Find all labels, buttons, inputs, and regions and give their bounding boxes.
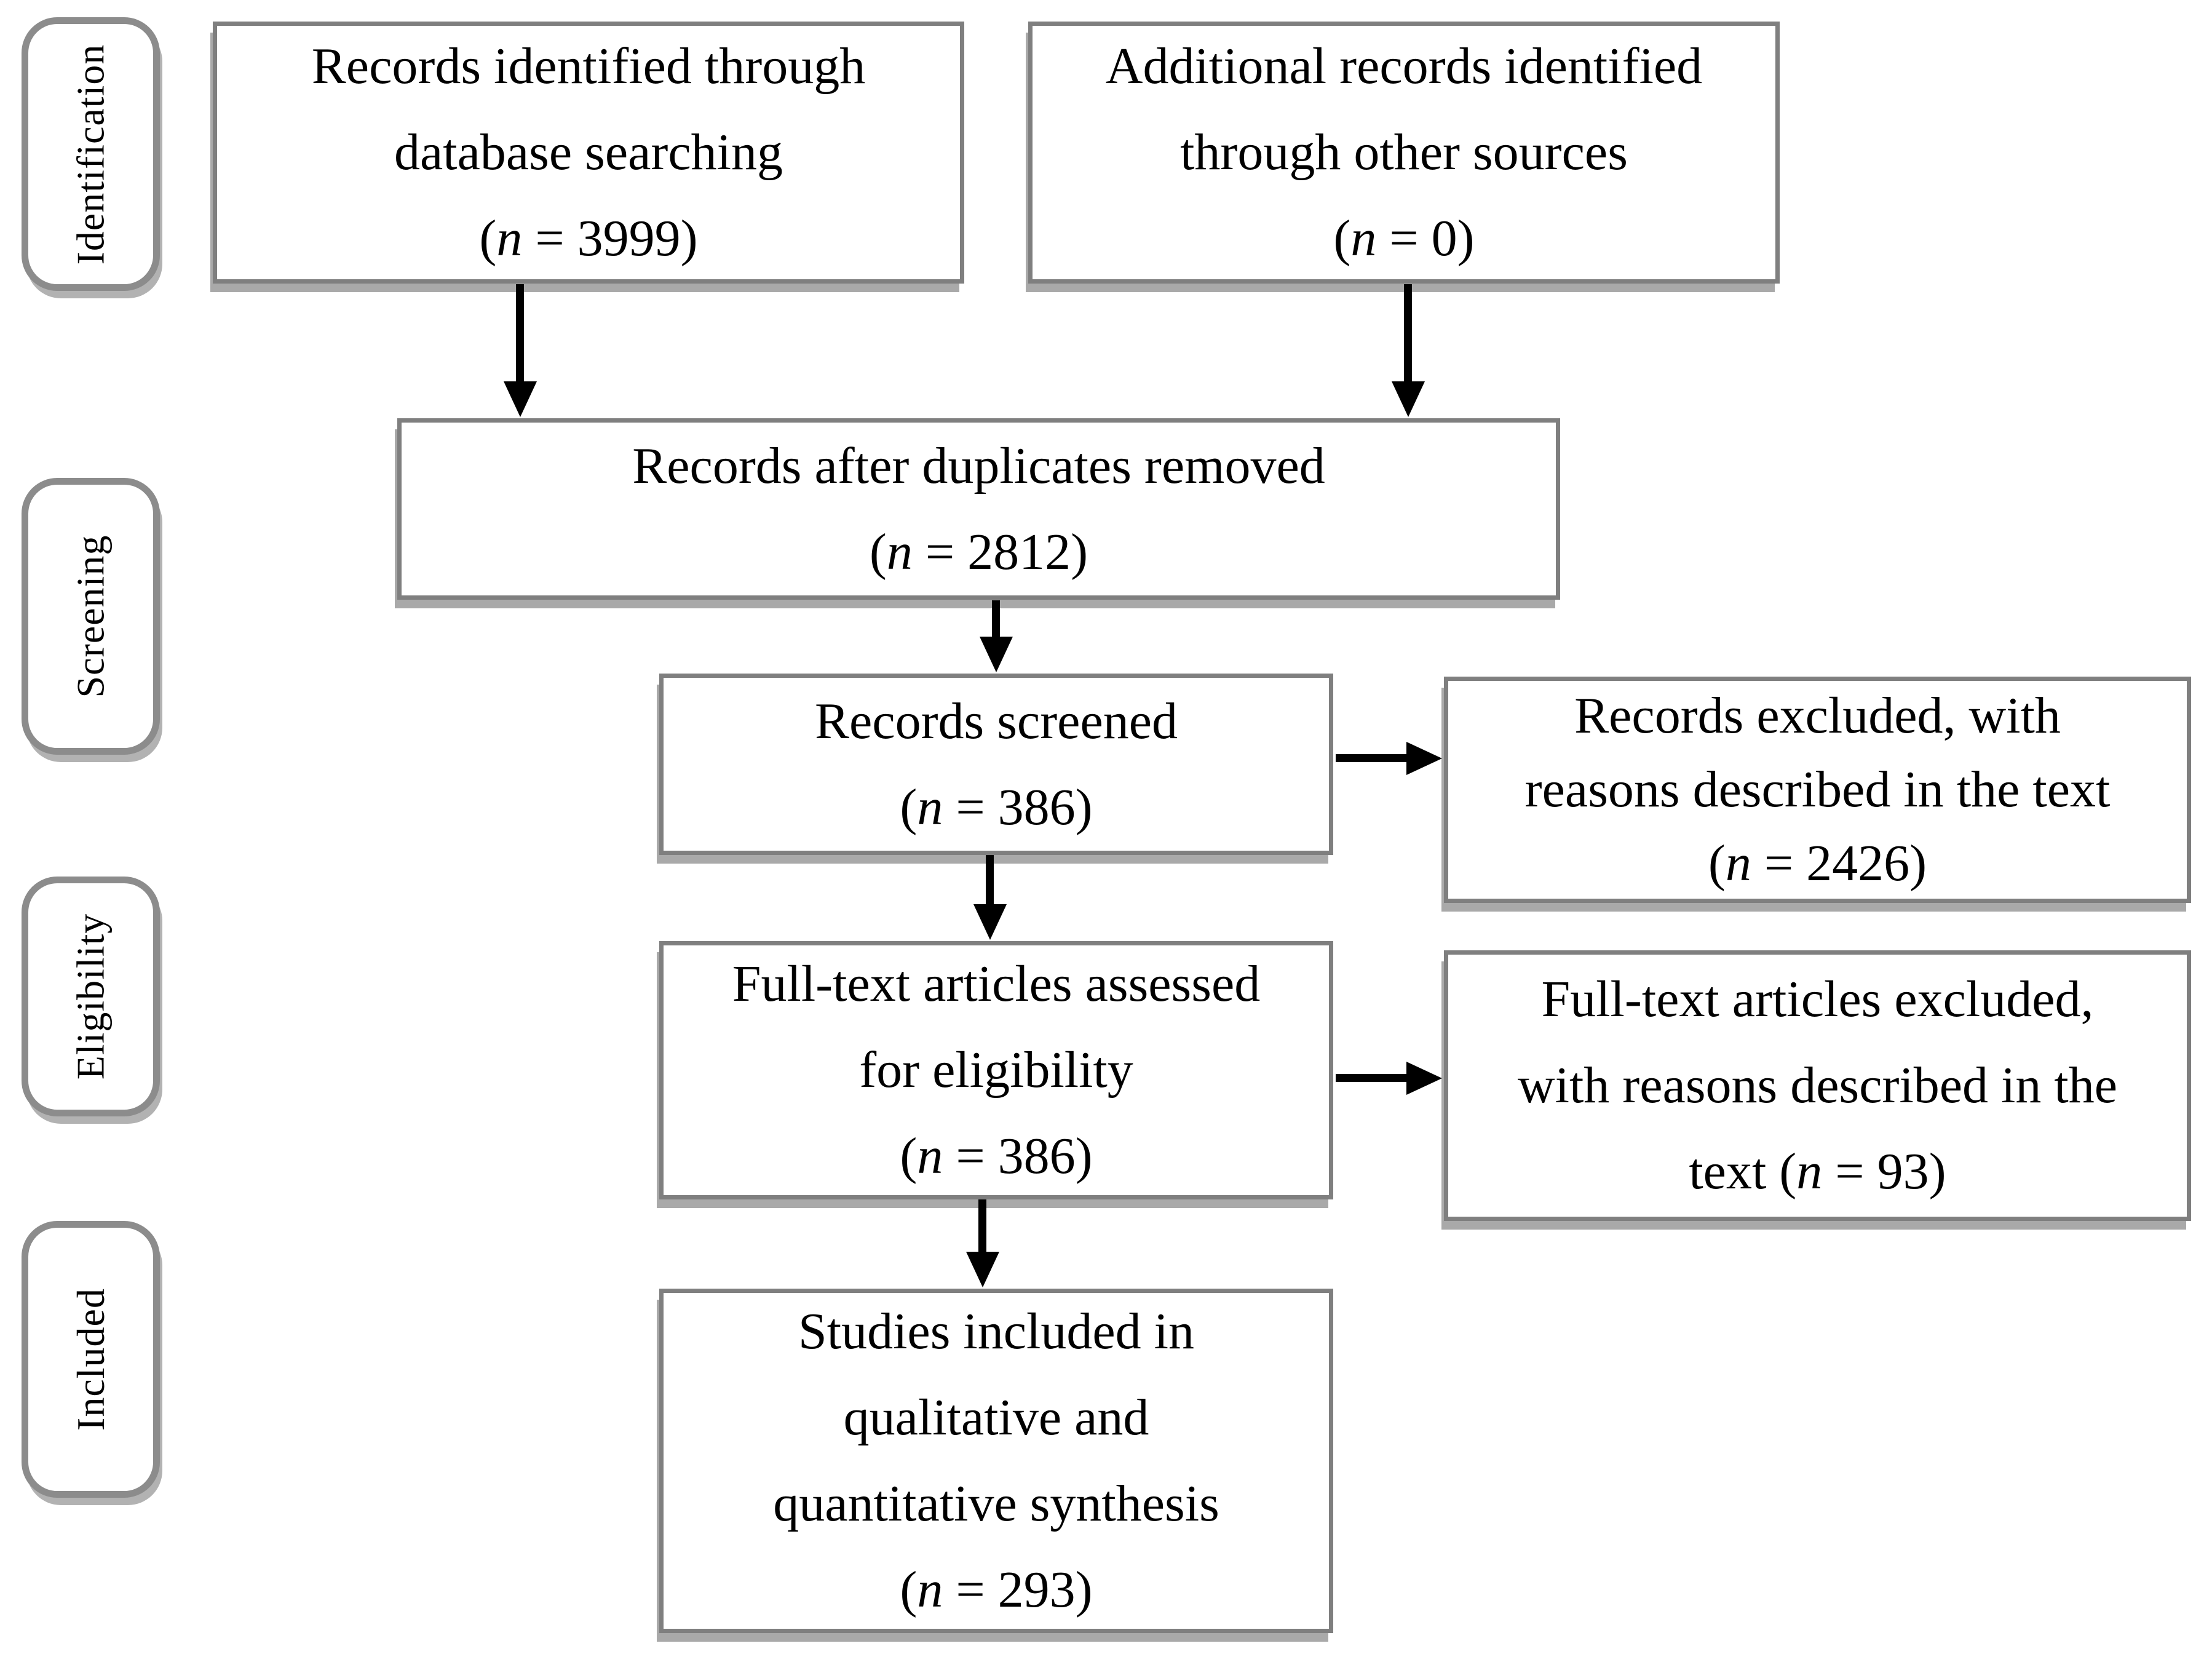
box-studies-included-line1: Studies included in (798, 1303, 1194, 1360)
box-records-screened: Records screened (n = 386) (659, 674, 1333, 855)
box-fulltext-assessed-line2: for eligibility (859, 1041, 1133, 1099)
stage-screening: Screening (22, 478, 160, 755)
arrow-head (1406, 1062, 1442, 1095)
arrow-head (966, 1252, 999, 1287)
box-records-screened-count: (n = 386) (900, 778, 1093, 836)
arrow-shaft (1404, 284, 1412, 381)
box-studies-included-count: (n = 293) (900, 1561, 1093, 1618)
box-records-excluded-line2: reasons described in the text (1524, 761, 2111, 818)
arrow-head (1392, 381, 1425, 417)
stage-identification-label: Identification (68, 44, 113, 264)
arrow-shaft (986, 855, 994, 904)
stage-eligibility-label: Eligibility (68, 913, 113, 1080)
box-records-identified-line2: database searching (394, 124, 783, 181)
box-records-screened-line1: Records screened (814, 692, 1178, 750)
box-fulltext-excluded-line1: Full-text articles excluded, (1541, 971, 2094, 1028)
box-records-excluded-line1: Records excluded, with (1574, 687, 2061, 744)
box-fulltext-assessed-line1: Full-text articles assessed (732, 955, 1261, 1012)
box-records-excluded-count: (n = 2426) (1708, 835, 1927, 892)
box-records-identified-count: (n = 3999) (479, 210, 698, 267)
box-studies-included-line3: quantitative synthesis (773, 1475, 1219, 1532)
stage-included-label: Included (68, 1288, 113, 1431)
arrow-head (1406, 742, 1442, 775)
arrow-shaft (1336, 754, 1406, 762)
box-duplicates-removed-line1: Records after duplicates removed (632, 437, 1325, 495)
arrow-shaft (1336, 1074, 1406, 1082)
box-studies-included: Studies included in qualitative and quan… (659, 1289, 1333, 1633)
box-additional-records-line2: through other sources (1180, 124, 1628, 181)
arrow-shaft (992, 600, 1000, 637)
arrow-shaft (978, 1199, 986, 1252)
box-records-excluded: Records excluded, with reasons described… (1444, 677, 2191, 903)
box-records-identified-line1: Records identified through (311, 38, 866, 95)
box-fulltext-excluded: Full-text articles excluded, with reason… (1444, 950, 2191, 1221)
arrow-head (980, 637, 1013, 672)
box-fulltext-excluded-count: text (n = 93) (1689, 1143, 1946, 1200)
stage-eligibility: Eligibility (22, 877, 160, 1116)
arrow-shaft (516, 284, 524, 381)
stage-screening-label: Screening (68, 535, 113, 698)
box-duplicates-removed: Records after duplicates removed (n = 28… (397, 418, 1560, 600)
arrow-head (504, 381, 537, 417)
stage-included: Included (22, 1221, 160, 1498)
box-additional-records-count: (n = 0) (1333, 210, 1475, 267)
box-additional-records-line1: Additional records identified (1105, 38, 1703, 95)
box-additional-records: Additional records identified through ot… (1028, 22, 1780, 284)
box-fulltext-assessed: Full-text articles assessed for eligibil… (659, 941, 1333, 1199)
box-duplicates-removed-count: (n = 2812) (869, 523, 1088, 581)
stage-identification: Identification (22, 17, 160, 291)
arrow-head (973, 904, 1007, 940)
box-fulltext-excluded-line2: with reasons described in the (1517, 1057, 2118, 1114)
box-studies-included-line2: qualitative and (843, 1389, 1149, 1446)
box-fulltext-assessed-count: (n = 386) (900, 1127, 1093, 1185)
box-records-identified: Records identified through database sear… (213, 22, 964, 284)
